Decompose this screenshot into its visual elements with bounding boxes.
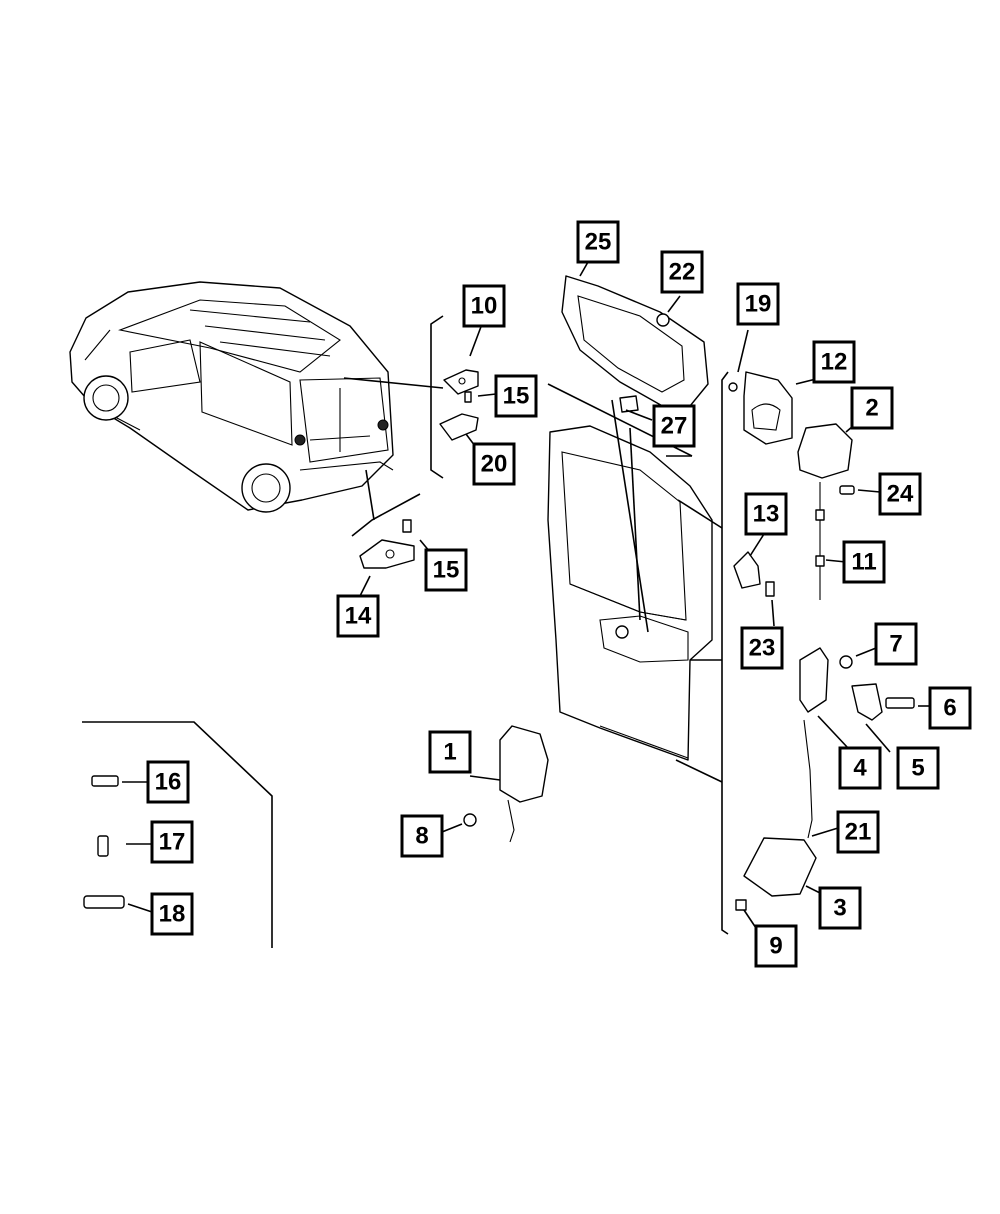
vehicle-illustration — [69, 281, 394, 513]
part-lock-4 — [799, 647, 829, 713]
callout-15a: 15 — [494, 374, 538, 418]
svg-text:3: 3 — [833, 895, 846, 922]
bracket-lines — [82, 315, 729, 948]
callout-25: 25 — [576, 220, 620, 264]
svg-text:17: 17 — [159, 829, 186, 856]
part-latch-2 — [797, 423, 853, 479]
svg-text:10: 10 — [471, 293, 498, 320]
callout-19: 19 — [736, 282, 780, 326]
svg-text:12: 12 — [821, 349, 848, 376]
part-latch-1 — [499, 725, 549, 843]
callout-17: 17 — [150, 820, 194, 864]
part-hinge-bracket-10 — [443, 369, 479, 395]
callout-16: 16 — [146, 760, 190, 804]
part-bolt-17 — [97, 835, 109, 857]
svg-text:16: 16 — [155, 769, 182, 796]
svg-text:5: 5 — [911, 755, 924, 782]
part-hinge-14 — [359, 539, 415, 569]
svg-text:15: 15 — [503, 383, 530, 410]
svg-text:1: 1 — [443, 739, 456, 766]
part-rod-11 — [815, 482, 825, 600]
part-bracket-20 — [439, 413, 479, 441]
part-screw-24 — [839, 485, 855, 495]
callout-22: 22 — [660, 250, 704, 294]
part-clip-19 — [728, 382, 738, 392]
svg-text:23: 23 — [749, 635, 776, 662]
part-bolt-6 — [885, 697, 915, 709]
svg-text:11: 11 — [851, 549, 876, 576]
part-lower-latch-3 — [743, 837, 817, 897]
svg-text:24: 24 — [887, 481, 914, 508]
svg-text:15: 15 — [433, 557, 460, 584]
part-screw-15b — [402, 519, 412, 533]
svg-text:8: 8 — [415, 823, 428, 850]
part-screw-9 — [735, 899, 747, 911]
svg-text:20: 20 — [481, 451, 508, 478]
callout-10: 10 — [462, 284, 506, 328]
svg-text:14: 14 — [345, 603, 372, 630]
part-bolt-16 — [91, 775, 119, 787]
svg-text:22: 22 — [669, 259, 696, 286]
svg-text:7: 7 — [889, 631, 902, 658]
part-bumper-12 — [743, 371, 793, 445]
part-screw-15a — [464, 391, 472, 403]
part-striker-13 — [733, 551, 761, 589]
part-bolt-18 — [83, 895, 125, 909]
svg-text:13: 13 — [753, 501, 780, 528]
callout-1: 1 — [428, 730, 472, 774]
svg-text:25: 25 — [585, 229, 612, 256]
callout-3: 3 — [818, 886, 862, 930]
svg-text:21: 21 — [845, 819, 872, 846]
leader-lines — [122, 261, 930, 929]
svg-text:27: 27 — [661, 413, 688, 440]
svg-text:18: 18 — [159, 901, 186, 928]
callout-15b: 15 — [424, 548, 468, 592]
svg-text:9: 9 — [769, 933, 782, 960]
callout-7: 7 — [874, 622, 918, 666]
part-screw-7 — [839, 655, 853, 669]
callout-14: 14 — [336, 594, 380, 638]
callout-2: 2 — [850, 386, 894, 430]
part-screw-23 — [765, 581, 775, 597]
callout-4: 4 — [838, 746, 882, 790]
callout-5: 5 — [896, 746, 940, 790]
part-nut-22 — [656, 313, 670, 327]
callout-9: 9 — [754, 924, 798, 968]
svg-text:6: 6 — [943, 695, 956, 722]
callout-18: 18 — [150, 892, 194, 936]
svg-text:2: 2 — [865, 395, 878, 422]
callout-12: 12 — [812, 340, 856, 384]
callout-24: 24 — [878, 472, 922, 516]
callout-11: 11 — [842, 540, 886, 584]
rear-door-illustration — [547, 425, 722, 761]
callout-20: 20 — [472, 442, 516, 486]
callout-13: 13 — [744, 492, 788, 536]
part-handle-25 — [561, 275, 709, 409]
callout-6: 6 — [928, 686, 972, 730]
callout-21: 21 — [836, 810, 880, 854]
callout-27: 27 — [652, 404, 696, 448]
part-switch-27 — [619, 395, 639, 413]
callout-8: 8 — [400, 814, 444, 858]
callout-23: 23 — [740, 626, 784, 670]
part-striker-5 — [851, 683, 883, 721]
svg-text:4: 4 — [853, 755, 867, 782]
part-rod-21 — [803, 719, 813, 839]
part-screw-8 — [463, 813, 477, 827]
svg-text:19: 19 — [745, 291, 772, 318]
